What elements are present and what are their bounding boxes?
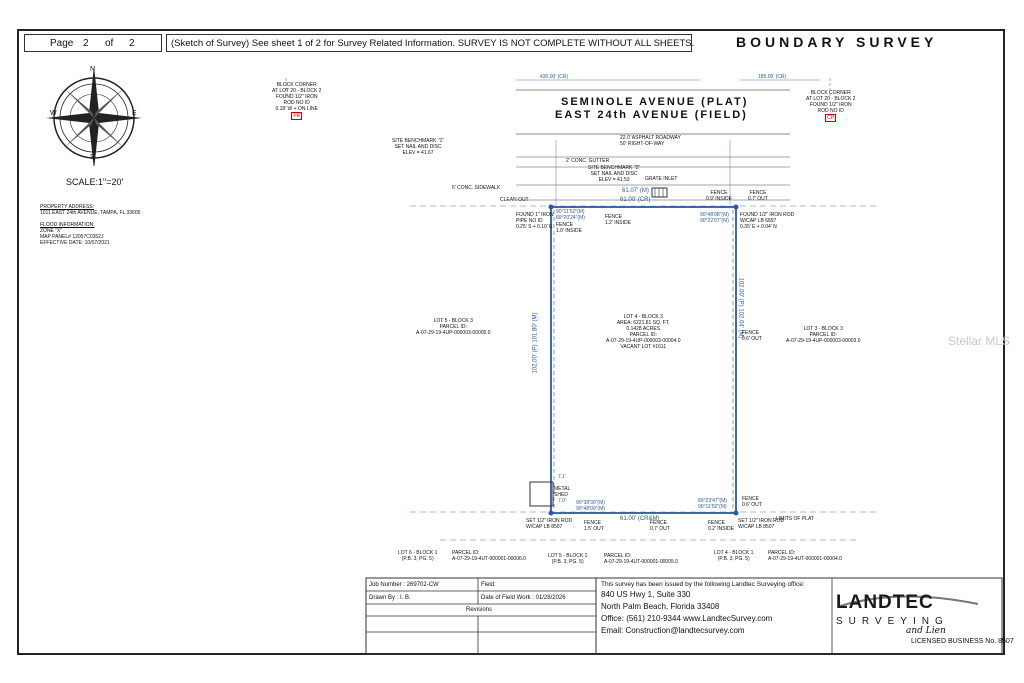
parcel-lot-6: PARCEL ID:A-07-29-19-4UT-000001-00006.0 (452, 550, 526, 562)
logo-and-lien: and Lien (906, 626, 946, 636)
roadway-label: 22.0' ASPHALT ROADWAY (620, 135, 681, 141)
width-bottom: 61.00' (CR&M) (620, 516, 660, 522)
property-info: PROPERTY ADDRESS: 1011 EAST 24th AVENUE,… (40, 204, 140, 246)
page-number: 2 (83, 38, 89, 49)
se-angle: 89°23'47"(M)90°11'52"(M) (698, 498, 727, 510)
compass-south-label: S (90, 154, 95, 161)
limits-of-plat: LIMITS OF PLAT (776, 516, 814, 522)
compass-west-label: W (50, 110, 57, 117)
job-number: Job Number : 269702-CW (369, 582, 439, 588)
compass-east-label: E (132, 110, 137, 117)
office-info: This survey has been issued by the follo… (601, 580, 833, 637)
office-email: Email: Construction@landtecsurvey.com (601, 626, 745, 635)
lot-4-block-1: LOT 4 - BLOCK 1(P.B. 3, PG. 5) (714, 550, 754, 562)
nw-angle: 90°11'52"(M)89°20'24"(M) (556, 209, 585, 221)
right-of-way-label: 50' RIGHT-OF-WAY (620, 141, 665, 147)
flood-label: FLOOD INFORMATION: (40, 222, 95, 228)
street-name-field: EAST 24th AVENUE (FIELD) (555, 109, 748, 121)
property-address-label: PROPERTY ADDRESS: (40, 204, 94, 210)
drawn-by: Drawn By : I. B. (369, 595, 411, 601)
landtec-logo: LANDTEC (836, 592, 934, 613)
field-label: Field: (481, 582, 496, 588)
shed-dim-2: 7.0' (558, 498, 566, 504)
watermark: Stellar MLS (948, 334, 1011, 348)
compass-rose-icon (46, 66, 142, 166)
flood-zone: ZONE "X" (40, 228, 63, 234)
office-phone-web: Office: (561) 210-9344 www.LandtecSurvey… (601, 614, 773, 623)
property-address: 1011 EAST 24th AVENUE, TAMPA, FL 33605 (40, 210, 141, 216)
map-panel: MAP PANEL# 12057C0352J (40, 234, 104, 240)
page-total: 2 (129, 38, 135, 49)
shed-dim-1: 7.1' (558, 474, 566, 480)
license-number: LICENSED BUSINESS No. 8507 (911, 638, 1014, 645)
compass-north-label: N (90, 66, 96, 73)
page-label: Page (50, 38, 74, 49)
office-intro: This survey has been issued by the follo… (601, 581, 805, 588)
street-name-plat: SEMINOLE AVENUE (PLAT) (561, 96, 749, 108)
width-measured: 61.07' (M) (622, 188, 649, 194)
lot-6-block-1: LOT 6 - BLOCK 1(P.B. 3, PG. 5) (398, 550, 438, 562)
sidewalk-label: 5' CONC. SIDEWALK (452, 185, 501, 191)
of-label: of (105, 38, 114, 49)
width-record: 61.00' (CR) (620, 197, 651, 203)
office-address-1: 840 US Hwy 1, Suite 330 (601, 590, 691, 599)
grate-inlet-label: GRATE INLET (645, 176, 678, 182)
sw-angle: 90°38'30"(M)90°48'09"(M) (576, 500, 605, 512)
parcel-lot-5: PARCEL ID:A-07-29-19-4UT-000001-00005.0 (604, 553, 678, 565)
distance-right: 185.00' (CR) (758, 74, 787, 80)
cleanout-label: CLEAN OUT (500, 197, 529, 203)
ne-angle: 90°48'08"(M)90°22'07"(M) (700, 212, 729, 224)
distance-left: 430.00' (CR) (540, 74, 569, 80)
page-indicator: Page 2 of 2 (24, 34, 162, 52)
scale-label: SCALE:1"=20' (66, 177, 124, 187)
lot-5-block-1: LOT 5 - BLOCK 1(P.B. 3, PG. 5) (548, 553, 588, 565)
revisions-label: Revisions (466, 607, 493, 613)
parcel-lot-4: PARCEL ID:A-07-29-19-4UT-000001-00004.0 (768, 550, 842, 562)
logo-surveying: SURVEYING (836, 616, 949, 627)
survey-note: (Sketch of Survey) See sheet 1 of 2 for … (166, 34, 694, 52)
effective-date: EFFECTIVE DATE: 10/07/2021 (40, 240, 110, 246)
page-title: BOUNDARY SURVEY (736, 34, 938, 50)
office-address-2: North Palm Beach, Florida 33408 (601, 602, 720, 611)
gutter-label: 2' CONC. GUTTER (566, 158, 610, 164)
field-work-date: Date of Field Work : 01/28/2026 (481, 595, 566, 601)
